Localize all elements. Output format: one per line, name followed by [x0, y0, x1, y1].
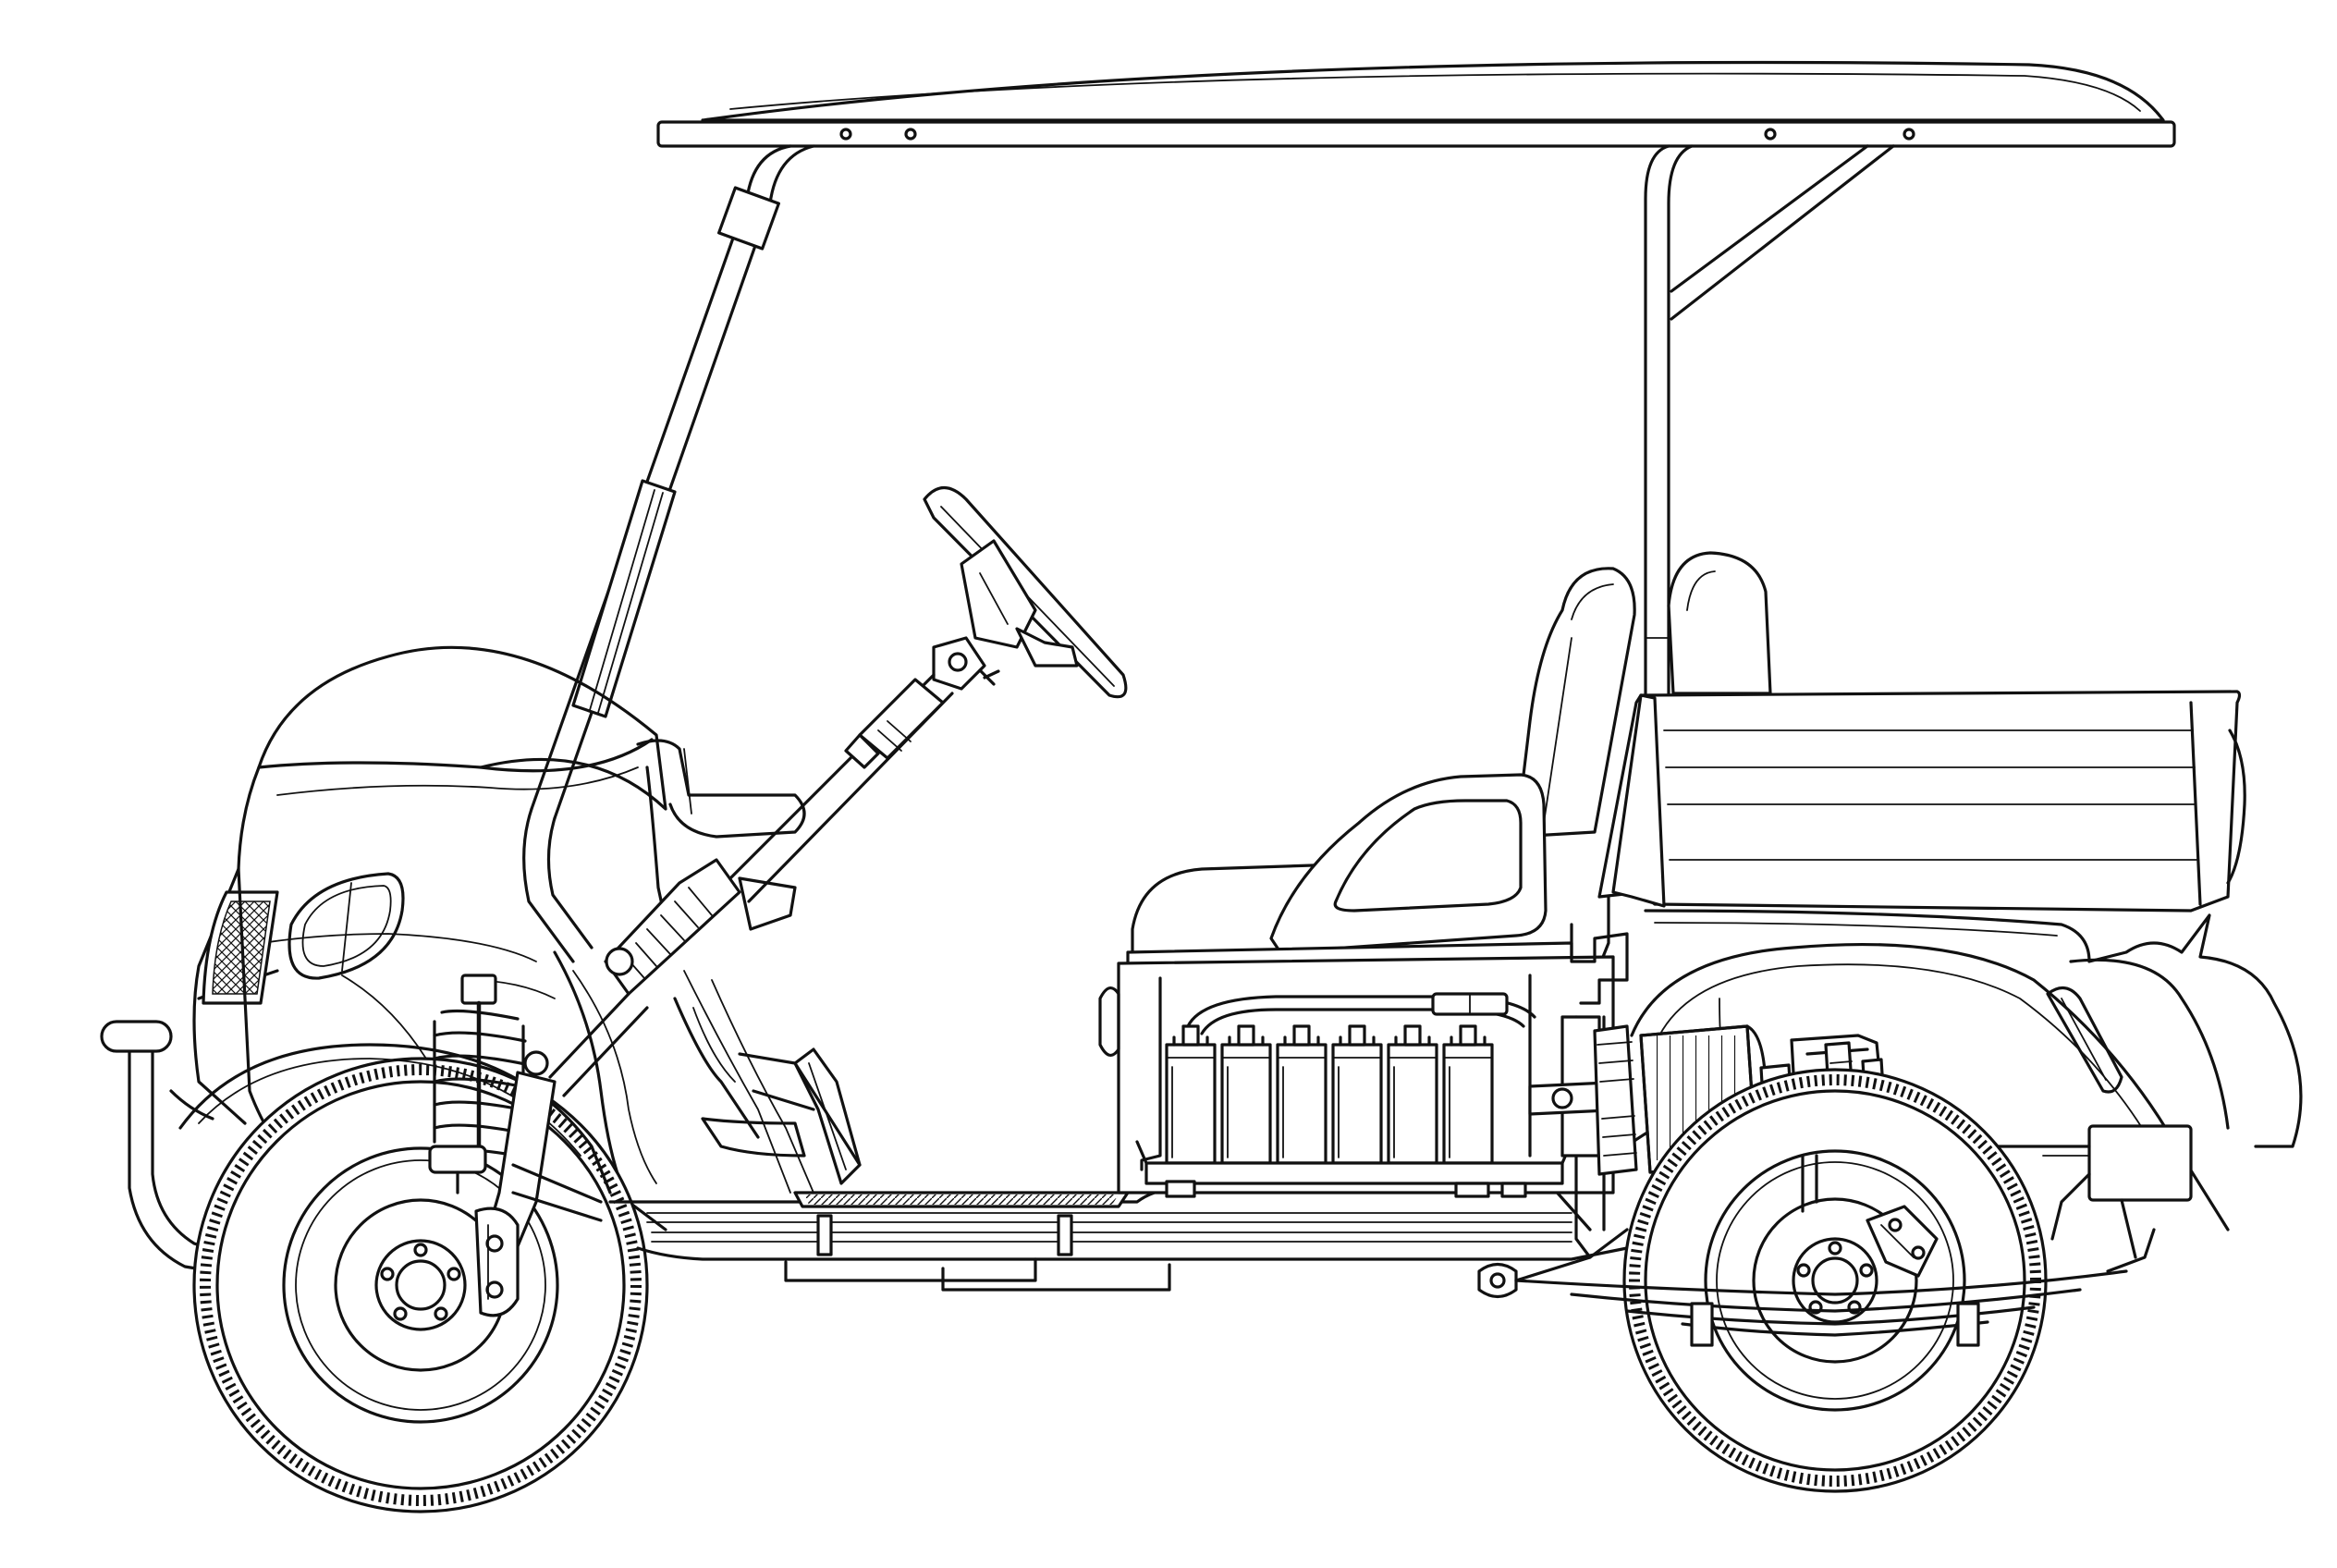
front-roof-strut	[522, 144, 815, 963]
battery-5	[1387, 1024, 1438, 1165]
battery-6	[1442, 1024, 1494, 1165]
battery-3	[1276, 1024, 1328, 1165]
rear-roof-strut	[1644, 144, 1895, 695]
battery-4	[1331, 1024, 1383, 1165]
pedals	[738, 1047, 862, 1185]
front-suspension	[428, 974, 603, 1317]
floor-chassis	[608, 970, 1629, 1292]
rear-body	[1588, 909, 2303, 1259]
rear-wheel	[1622, 1068, 2048, 1493]
cargo-bed	[1597, 690, 2246, 968]
battery-1	[1165, 1024, 1217, 1165]
front-wheel	[192, 1057, 649, 1513]
battery-pack	[1165, 1024, 1494, 1165]
battery-2	[1220, 1024, 1272, 1165]
front-body	[100, 645, 806, 1273]
rear-suspension	[1477, 1154, 2156, 1347]
steering-assembly	[523, 485, 1128, 1097]
roof-canopy	[656, 60, 2176, 148]
